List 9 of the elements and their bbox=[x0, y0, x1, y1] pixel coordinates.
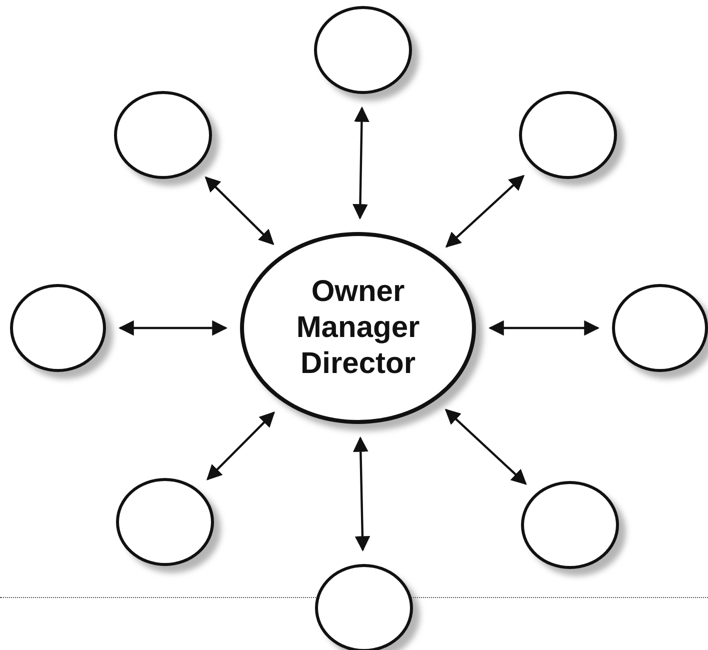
double-arrow bbox=[444, 408, 527, 485]
double-arrow bbox=[204, 176, 274, 246]
double-arrow bbox=[352, 106, 370, 220]
node-label: Owner Manager Director bbox=[295, 274, 421, 382]
double-arrow bbox=[118, 320, 228, 336]
double-arrow bbox=[488, 320, 600, 336]
double-arrow bbox=[352, 436, 370, 552]
double-arrow bbox=[445, 174, 525, 248]
double-arrow bbox=[206, 411, 275, 480]
